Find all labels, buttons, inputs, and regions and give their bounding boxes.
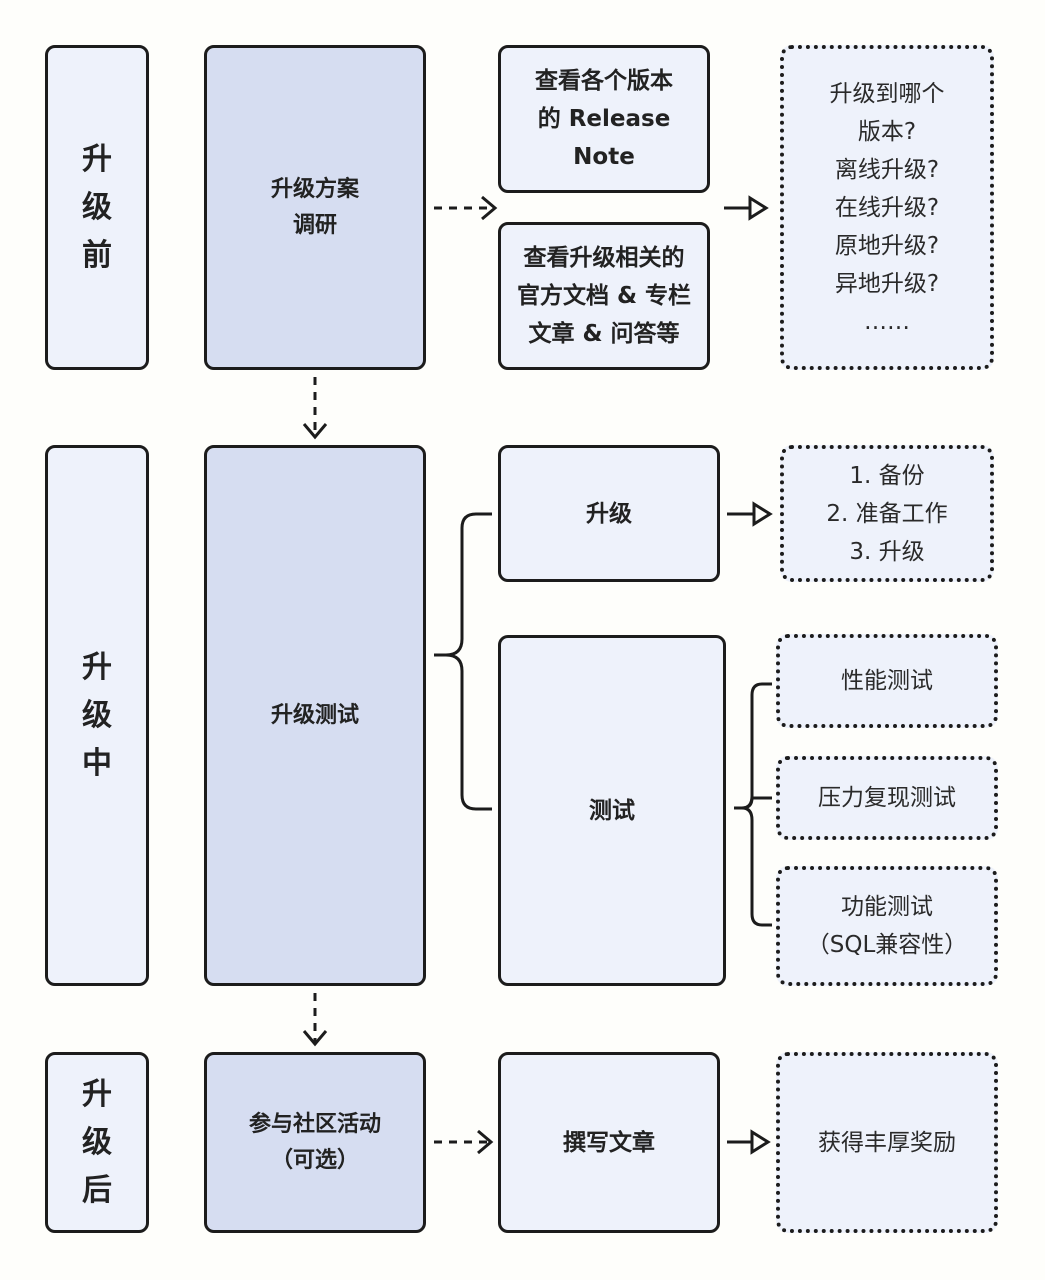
step-label: 文章 & 问答等 xyxy=(528,321,680,347)
hollow-arrow-right xyxy=(727,1129,771,1155)
note-line: 离线升级? xyxy=(834,156,940,183)
hollow-arrow-right xyxy=(724,195,769,221)
stage-label: 后 xyxy=(82,1172,112,1208)
step-label: Note xyxy=(573,144,635,170)
note-line: （SQL兼容性） xyxy=(806,932,968,958)
dashed-arrow-down xyxy=(302,377,328,440)
note-line: 性能测试 xyxy=(841,668,933,694)
stage-label: 中 xyxy=(82,745,112,781)
brace xyxy=(741,796,772,810)
note-line: 获得丰厚奖励 xyxy=(818,1129,956,1156)
note-line: 压力复现测试 xyxy=(818,785,956,811)
step-label: （可选） xyxy=(270,1147,359,1173)
step-label: 官方文档 & 专栏 xyxy=(516,283,692,309)
note-line: 3. 升级 xyxy=(849,538,925,565)
note-perf-test: 性能测试 xyxy=(776,634,998,728)
brace xyxy=(434,512,492,657)
note-questions: 升级到哪个 版本? 离线升级? 在线升级? 原地升级? 异地升级? …… xyxy=(780,45,994,370)
step-label: 测试 xyxy=(589,797,635,824)
brace xyxy=(734,682,772,810)
brace xyxy=(434,653,492,811)
step-label: 查看升级相关的 xyxy=(523,245,685,271)
note-line: 1. 备份 xyxy=(849,462,925,489)
sub-step-upgrade: 升级 xyxy=(498,445,720,582)
main-step-testing: 升级测试 xyxy=(204,445,426,986)
sub-step-write: 撰写文章 xyxy=(498,1052,720,1233)
stage-after: 升 级 后 xyxy=(45,1052,149,1233)
stage-label: 升 xyxy=(82,649,112,685)
note-line: 2. 准备工作 xyxy=(826,500,948,527)
brace xyxy=(734,806,772,927)
step-label: 参与社区活动 xyxy=(248,1111,381,1137)
note-line: 在线升级? xyxy=(834,194,940,221)
stage-label: 前 xyxy=(82,237,112,273)
main-step-research: 升级方案 调研 xyxy=(204,45,426,370)
note-func-test: 功能测试 （SQL兼容性） xyxy=(776,866,998,986)
note-line: 异地升级? xyxy=(834,270,940,297)
dashed-arrow-down xyxy=(302,993,328,1047)
stage-label: 升 xyxy=(82,1076,112,1112)
step-label: 撰写文章 xyxy=(563,1129,655,1156)
note-upgrade-steps: 1. 备份 2. 准备工作 3. 升级 xyxy=(780,445,994,582)
sub-step-release-note: 查看各个版本 的 Release Note xyxy=(498,45,710,193)
stage-during: 升 级 中 xyxy=(45,445,149,986)
hollow-arrow-right xyxy=(727,501,773,527)
stage-label: 级 xyxy=(82,1124,112,1160)
stage-label: 级 xyxy=(82,697,112,733)
note-line: …… xyxy=(864,308,910,335)
step-label: 调研 xyxy=(292,212,337,238)
dashed-arrow-right xyxy=(434,195,498,221)
note-reward: 获得丰厚奖励 xyxy=(776,1052,998,1233)
step-label: 查看各个版本 xyxy=(535,68,673,94)
step-label: 升级方案 xyxy=(270,176,359,202)
sub-step-docs: 查看升级相关的 官方文档 & 专栏 文章 & 问答等 xyxy=(498,222,710,370)
note-line: 版本? xyxy=(857,118,917,145)
step-label: 升级测试 xyxy=(270,702,359,728)
stage-label: 升 xyxy=(82,141,112,177)
step-label: 升级 xyxy=(586,500,632,527)
note-line: 功能测试 xyxy=(841,894,933,920)
note-line: 升级到哪个 xyxy=(829,80,945,107)
stage-label: 级 xyxy=(82,189,112,225)
stage-before: 升 级 前 xyxy=(45,45,149,370)
sub-step-test: 测试 xyxy=(498,635,726,986)
dashed-arrow-right xyxy=(434,1129,494,1155)
main-step-community: 参与社区活动 （可选） xyxy=(204,1052,426,1233)
step-label: 的 Release xyxy=(537,106,671,132)
note-stress-test: 压力复现测试 xyxy=(776,756,998,840)
note-line: 原地升级? xyxy=(834,232,940,259)
